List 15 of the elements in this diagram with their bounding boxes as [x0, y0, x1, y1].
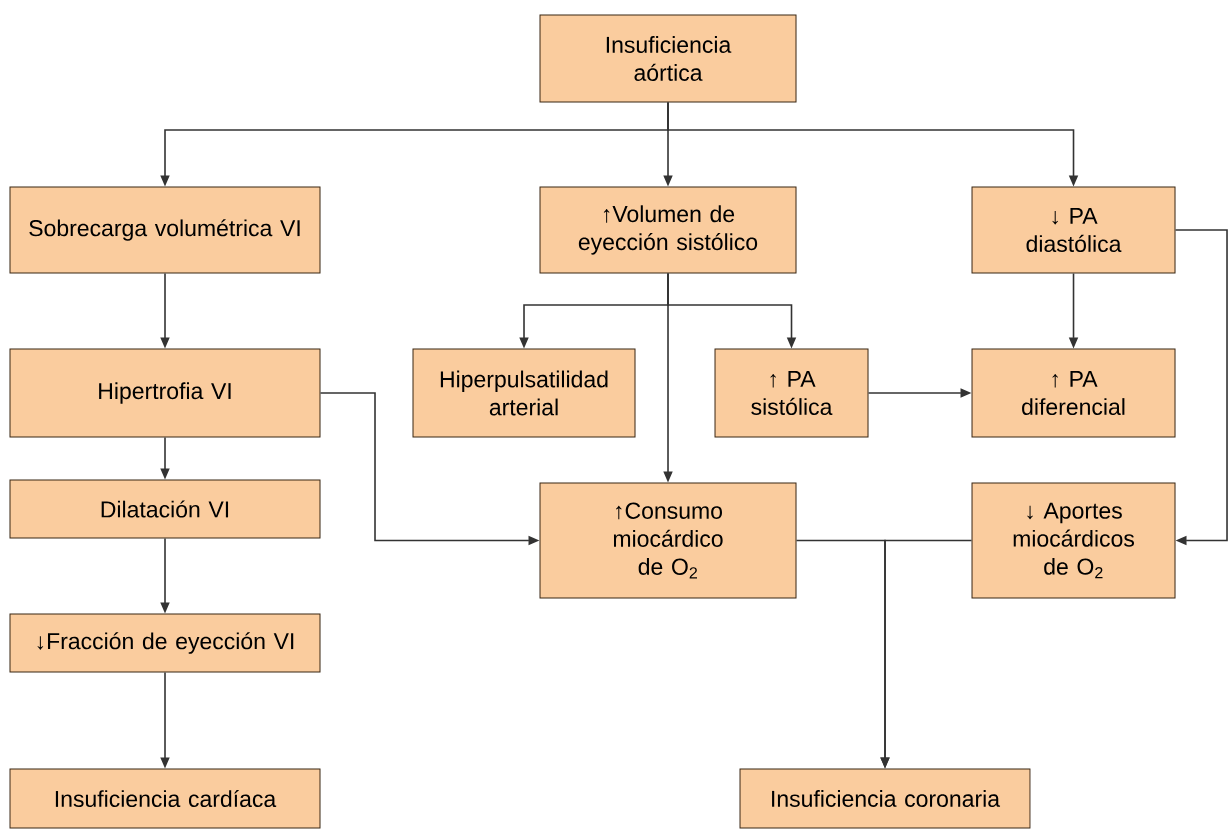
process-box: ↑ PA sistólica [714, 348, 869, 438]
process-box: Insuficiencia aórtica [539, 14, 797, 103]
process-box: ↓ PA diastólica [971, 186, 1176, 274]
process-box: Hipertrofia VI [9, 348, 321, 438]
process-box: ↑Consumo miocárdico de O$_{2}$ [539, 482, 797, 599]
arrow [1174, 229, 1228, 546]
process-box: ↑Volumen de eyección sistólico [539, 186, 797, 274]
process-box: Hiperpulsatilidad arterial [412, 348, 636, 438]
process-box: Insuficiencia coronaria [739, 768, 1031, 829]
process-box: Insuficiencia cardíaca [9, 768, 321, 829]
process-box: Sobrecarga volumétrica VI [9, 186, 321, 274]
process-box: ↓Fracción de eyección VI [9, 613, 321, 673]
process-box: ↓ Aportes miocárdicos de O$_{2}$ [971, 482, 1176, 599]
process-box: Dilatación VI [9, 479, 321, 539]
process-box: ↑ PA diferencial [971, 348, 1176, 438]
